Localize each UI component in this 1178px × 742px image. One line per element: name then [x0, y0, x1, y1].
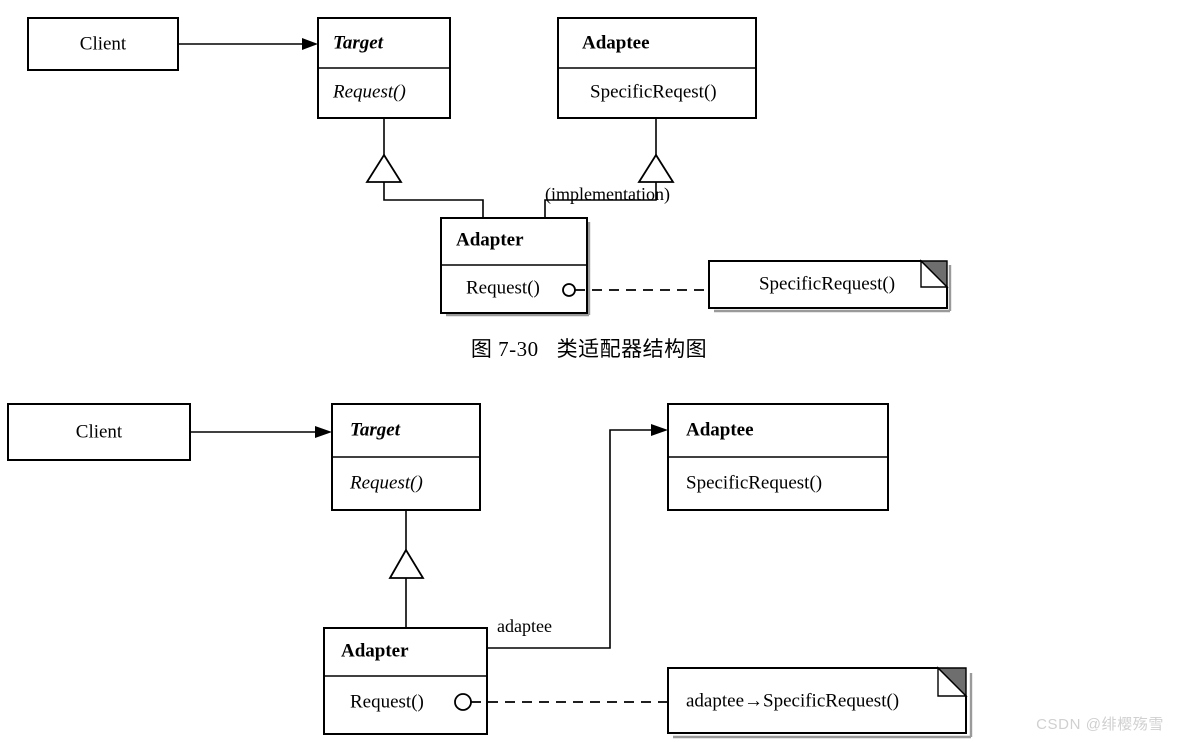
- generalization-adapter-target-bottom: [388, 510, 425, 628]
- note-anchor-top: [562, 283, 708, 297]
- class-name-adapter-bottom: Adapter: [341, 640, 409, 661]
- class-box-adaptee-top[interactable]: Adaptee SpecificReqest(): [557, 17, 757, 119]
- association-client-target-bottom: [190, 426, 332, 438]
- csdn-watermark: CSDN @绯樱殇雪: [1036, 716, 1164, 733]
- class-name-target-bottom: Target: [350, 419, 401, 440]
- class-member-adapter-request-top: Request(): [466, 277, 540, 298]
- note-text-top: SpecificRequest(): [759, 273, 895, 294]
- note-text-bottom: adaptee→SpecificRequest(): [686, 690, 899, 711]
- class-name-adapter-top: Adapter: [456, 229, 524, 250]
- note-fold-inner-icon: [937, 666, 968, 697]
- class-member-target-request-bottom: Request(): [349, 472, 423, 493]
- note-fold-inner-icon: [920, 259, 949, 288]
- figure-caption: 图 7-30 类适配器结构图: [0, 333, 1178, 363]
- class-box-adapter-bottom[interactable]: Adapter Request(): [323, 627, 488, 735]
- generalization-triangle-icon: [637, 153, 675, 183]
- figure-caption-title: 类适配器结构图: [556, 337, 708, 361]
- class-name-client-bottom: Client: [76, 421, 123, 442]
- note-anchor-bottom: [454, 693, 667, 711]
- generalization-adapter-adaptee-top: (implementation): [544, 118, 675, 218]
- class-box-target-top[interactable]: Target Request(): [317, 17, 451, 119]
- note-box-top[interactable]: SpecificRequest(): [708, 259, 952, 313]
- generalization-triangle-icon: [365, 153, 403, 183]
- class-box-adaptee-bottom[interactable]: Adaptee SpecificRequest(): [667, 403, 889, 511]
- class-name-adaptee-bottom: Adaptee: [686, 419, 754, 440]
- arrowhead-open-icon: [315, 426, 332, 438]
- class-box-adapter-top[interactable]: Adapter Request(): [440, 217, 591, 317]
- arrowhead-open-icon: [302, 38, 318, 50]
- class-box-client-bottom[interactable]: Client: [7, 403, 191, 461]
- relation-label-adaptee: adaptee: [497, 616, 552, 636]
- class-box-target-bottom[interactable]: Target Request(): [331, 403, 481, 511]
- class-member-adaptee-specificreqest-top: SpecificReqest(): [590, 81, 717, 102]
- generalization-triangle-icon: [388, 548, 425, 579]
- association-client-target-top: [178, 38, 318, 50]
- class-box-client-top[interactable]: Client: [27, 17, 179, 71]
- class-member-adaptee-specificrequest-bottom: SpecificRequest(): [686, 472, 822, 493]
- class-member-adapter-request-bottom: Request(): [350, 691, 424, 712]
- figure-caption-number: 图 7-30: [470, 337, 539, 361]
- class-member-target-request-top: Request(): [332, 81, 406, 102]
- note-box-bottom[interactable]: adaptee→SpecificRequest(): [667, 666, 973, 739]
- association-adapter-adaptee-bottom: adaptee: [487, 424, 668, 649]
- interface-ball-icon: [454, 693, 472, 711]
- arrowhead-open-icon: [651, 424, 668, 436]
- class-name-client-top: Client: [80, 33, 127, 54]
- interface-ball-icon: [562, 283, 576, 297]
- generalization-adapter-target-top: [365, 118, 484, 218]
- class-name-adaptee-top: Adaptee: [582, 32, 650, 53]
- relation-label-implementation: (implementation): [545, 184, 670, 205]
- class-name-target-top: Target: [333, 32, 384, 53]
